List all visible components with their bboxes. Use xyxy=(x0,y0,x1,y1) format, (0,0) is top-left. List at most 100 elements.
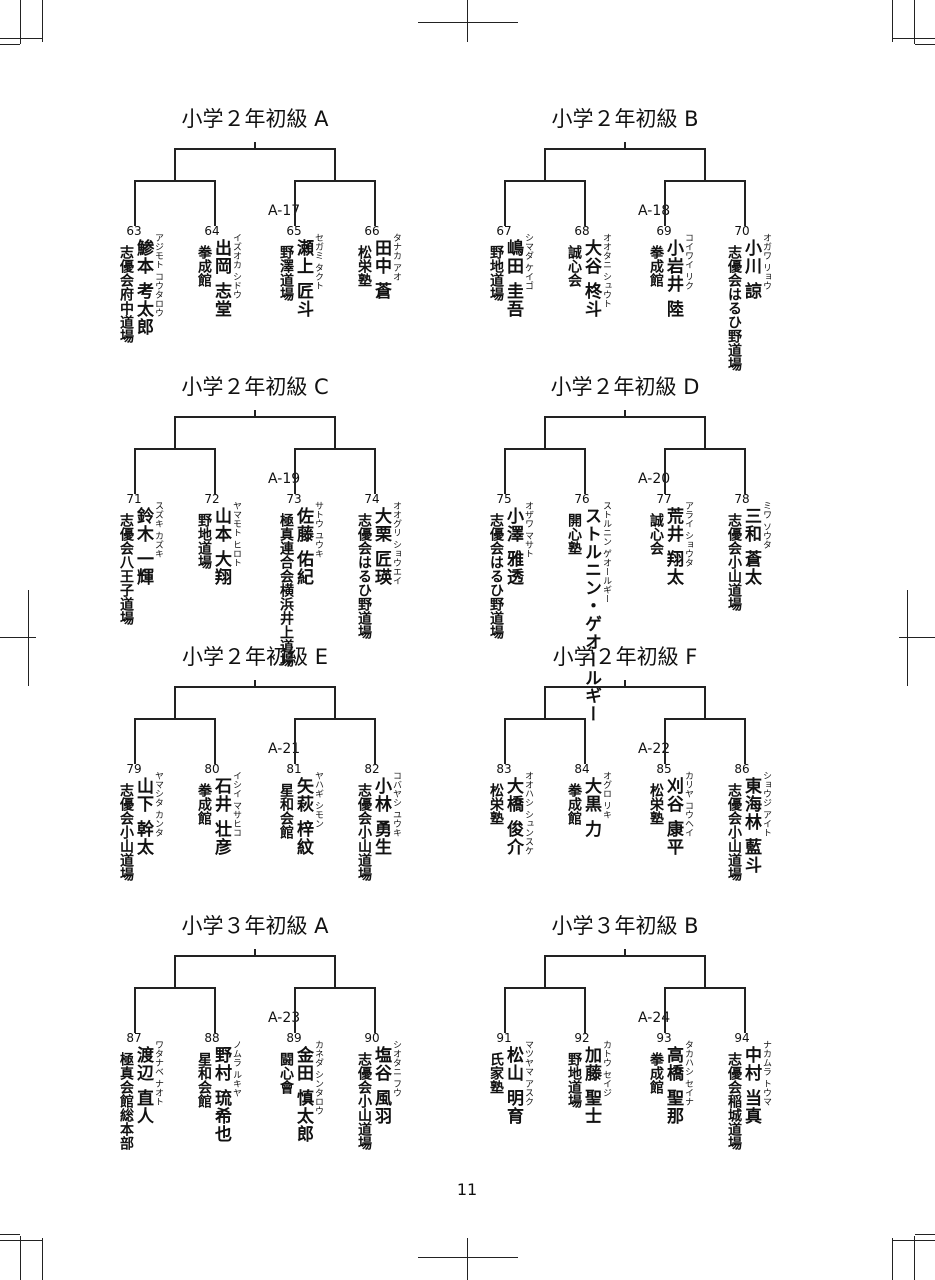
bracket-line xyxy=(664,180,666,226)
crop-mark xyxy=(915,44,935,45)
competitor-kana: タカハシ セイナ xyxy=(683,1040,693,1106)
bracket-line xyxy=(664,448,744,450)
entry-number: 82 xyxy=(364,762,380,776)
competitor-name: 大栗 匠瑛 xyxy=(371,507,391,586)
bracket-line xyxy=(174,416,176,448)
competitor-kana: オザワ マサト xyxy=(523,501,533,558)
crop-mark xyxy=(914,0,915,44)
dojo-name: 拳成館 xyxy=(196,245,212,287)
bracket-line xyxy=(174,686,176,718)
competitor-kana: シマダ ケイゴ xyxy=(523,233,533,290)
entry-number: 93 xyxy=(656,1031,672,1045)
bracket-line xyxy=(664,987,744,989)
bracket-line xyxy=(664,180,744,182)
bracket-line xyxy=(294,987,374,989)
dojo-name: 志優会府中道場 xyxy=(118,245,134,343)
bracket-line xyxy=(134,180,214,182)
entry-number: 70 xyxy=(734,224,750,238)
entry-number: 74 xyxy=(364,492,380,506)
dojo-name: 志優会小山道場 xyxy=(356,1052,372,1150)
bracket-line xyxy=(664,987,666,1033)
bracket-line xyxy=(744,987,746,1033)
competitor-name: 嶋田 圭吾 xyxy=(503,239,523,318)
bracket-line xyxy=(544,955,546,987)
competitor-kana: カネダ シンタロウ xyxy=(313,1040,323,1115)
bracket-line xyxy=(254,142,256,148)
bracket-line xyxy=(374,180,376,226)
bracket-line xyxy=(174,416,334,418)
bracket-title: 小学２年初級 A xyxy=(181,107,329,131)
competitor-kana: イズオカ シドウ xyxy=(231,233,241,299)
competitor-name: 鈴木 一輝 xyxy=(133,507,153,586)
crop-mark xyxy=(914,1236,915,1280)
match-number: A-20 xyxy=(638,471,671,487)
bracket-title: 小学２年初級 F xyxy=(552,645,698,669)
bracket-line xyxy=(134,448,136,494)
competitor-kana: ナカムラ トウマ xyxy=(761,1040,771,1106)
competitor-kana: マツヤマ アスク xyxy=(523,1040,533,1106)
competitor-kana: アジモト コウタロウ xyxy=(153,233,163,317)
bracket-line xyxy=(174,148,334,150)
bracket-line xyxy=(664,718,666,764)
competitor-kana: ストルニン ゲオールギー xyxy=(601,501,611,603)
bracket-line xyxy=(664,448,666,494)
competitor-name: 加藤 聖士 xyxy=(581,1046,601,1125)
competitor-name: 大橋 俊介 xyxy=(503,777,523,856)
bracket-line xyxy=(174,686,334,688)
crop-mark xyxy=(418,22,518,23)
entry-number: 69 xyxy=(656,224,672,238)
competitor-kana: ヤハギ シモン xyxy=(313,771,323,828)
entry-number: 87 xyxy=(126,1031,142,1045)
entry-number: 75 xyxy=(496,492,512,506)
competitor-kana: オオグリ ショウエイ xyxy=(391,501,401,585)
bracket-line xyxy=(704,686,706,718)
competitor-name: ストルニン・ゲオールギー xyxy=(581,507,601,723)
dojo-name: 拳成館 xyxy=(566,783,582,825)
entry-number: 79 xyxy=(126,762,142,776)
entry-number: 90 xyxy=(364,1031,380,1045)
entry-number: 94 xyxy=(734,1031,750,1045)
bracket-line xyxy=(294,718,374,720)
entry-number: 81 xyxy=(286,762,302,776)
competitor-name: 野村 琉希也 xyxy=(211,1046,231,1143)
bracket-line xyxy=(584,718,586,764)
crop-mark xyxy=(907,590,908,686)
dojo-name: 拳成館 xyxy=(648,245,664,287)
competitor-kana: オオハシ シュンスケ xyxy=(523,771,533,855)
entry-number: 68 xyxy=(574,224,590,238)
competitor-kana: カリヤ コウヘイ xyxy=(683,771,693,837)
dojo-name: 氏家塾 xyxy=(488,1052,504,1094)
dojo-name: 誠心会 xyxy=(566,245,582,287)
bracket-title: 小学２年初級 E xyxy=(182,645,328,669)
bracket-line xyxy=(544,148,546,180)
bracket-line xyxy=(584,448,586,494)
bracket-line xyxy=(544,686,546,718)
bracket-line xyxy=(334,686,336,718)
dojo-name: 極真連合会横浜井上道場 xyxy=(278,513,294,667)
bracket-line xyxy=(254,410,256,416)
entry-number: 76 xyxy=(574,492,590,506)
entry-number: 63 xyxy=(126,224,142,238)
bracket-line xyxy=(504,180,584,182)
entry-number: 66 xyxy=(364,224,380,238)
competitor-kana: シオタニ フウ xyxy=(391,1040,401,1097)
bracket-line xyxy=(584,987,586,1033)
dojo-name: 松栄塾 xyxy=(488,783,504,825)
crop-mark xyxy=(418,1257,518,1258)
page-number: 11 xyxy=(456,1180,478,1199)
bracket-line xyxy=(704,416,706,448)
